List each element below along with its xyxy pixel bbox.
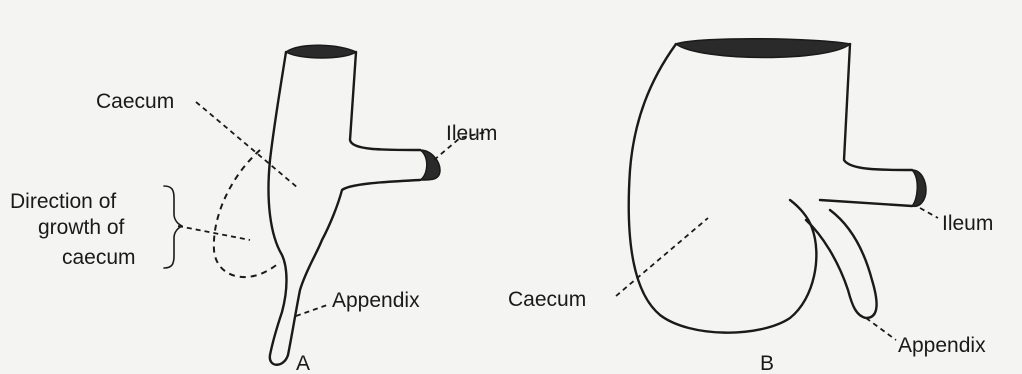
figure-b-tube-right: [844, 44, 912, 170]
figure-a-caecum-label: Caecum: [96, 90, 174, 113]
figure-a-direction-label-line3: caecum: [62, 246, 136, 269]
figure-a-tube-right: [350, 52, 420, 150]
figure-b: [616, 39, 938, 340]
figure-b-ileum-bottom: [820, 200, 912, 206]
figure-b-appendix-label: Appendix: [898, 334, 986, 357]
figure-b-ileum-leader: [920, 208, 938, 218]
figure-a-ileum-label: Ileum: [446, 122, 497, 145]
figure-a-panel-letter: A: [296, 352, 310, 374]
figure-a-direction-label-line1: Direction of: [10, 190, 116, 213]
figure-a-caecum-outline: [269, 52, 421, 365]
figure-b-panel-letter: B: [760, 352, 774, 374]
figure-b-caecum-outline: [629, 44, 817, 333]
figure-a-appendix-label: Appendix: [332, 289, 420, 312]
figure-b-top-opening: [676, 39, 850, 58]
figure-a-appendix-leader: [296, 304, 330, 316]
figure-a-brace: [164, 186, 182, 268]
figure-a-direction-label-line2: growth of: [38, 216, 125, 239]
figure-a-ileum-opening: [420, 150, 440, 180]
figure-b-caecum-label: Caecum: [508, 288, 586, 311]
figure-a-caecum-leader: [196, 102, 298, 188]
figure-b-ileum-opening: [912, 170, 926, 206]
figure-a: [164, 45, 486, 365]
figure-a-top-opening: [286, 45, 356, 58]
figure-b-ileum-label: Ileum: [942, 212, 993, 235]
figure-b-appendix-leader: [866, 318, 896, 340]
